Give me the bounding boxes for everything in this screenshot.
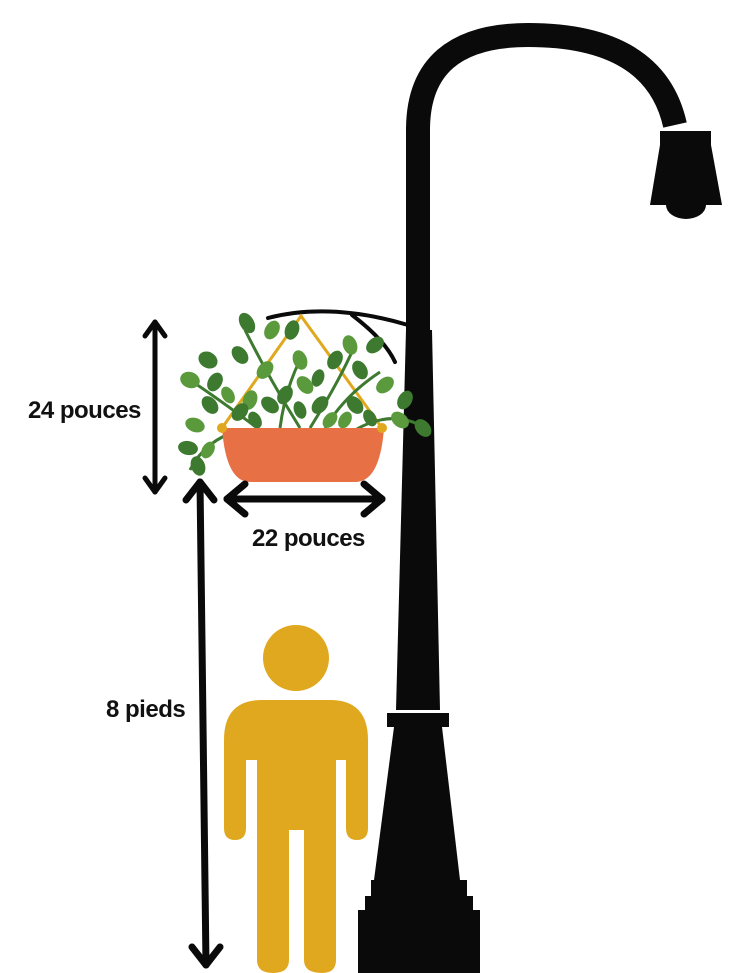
- person-icon: [224, 625, 368, 973]
- lamp-base-step-1: [371, 880, 467, 896]
- lamp-collar: [387, 713, 449, 727]
- pot-height-label: 24 pouces: [28, 397, 141, 424]
- pot-height-arrow: [145, 322, 165, 492]
- hanging-basket-icon: [177, 310, 435, 482]
- pot-width-arrow: [227, 484, 382, 514]
- pot-width-label: 22 pouces: [252, 525, 365, 552]
- street-lamp-icon: [268, 35, 722, 973]
- lamp-shaft: [396, 330, 440, 710]
- clearance-height-label: 8 pieds: [106, 696, 185, 723]
- lamp-base-step-2: [365, 896, 473, 910]
- lamp-arm: [418, 35, 675, 330]
- person-head: [263, 625, 329, 691]
- hanger-clip-left: [217, 423, 227, 433]
- lamp-base-plinth: [358, 910, 480, 973]
- lamp-bulb: [666, 191, 706, 219]
- person-body: [224, 700, 368, 973]
- clearance-height-arrow: [186, 482, 220, 965]
- lamp-base: [374, 727, 460, 880]
- hanger-clip-right: [377, 423, 387, 433]
- lamp-cap: [660, 131, 711, 145]
- basket-pot: [222, 428, 384, 482]
